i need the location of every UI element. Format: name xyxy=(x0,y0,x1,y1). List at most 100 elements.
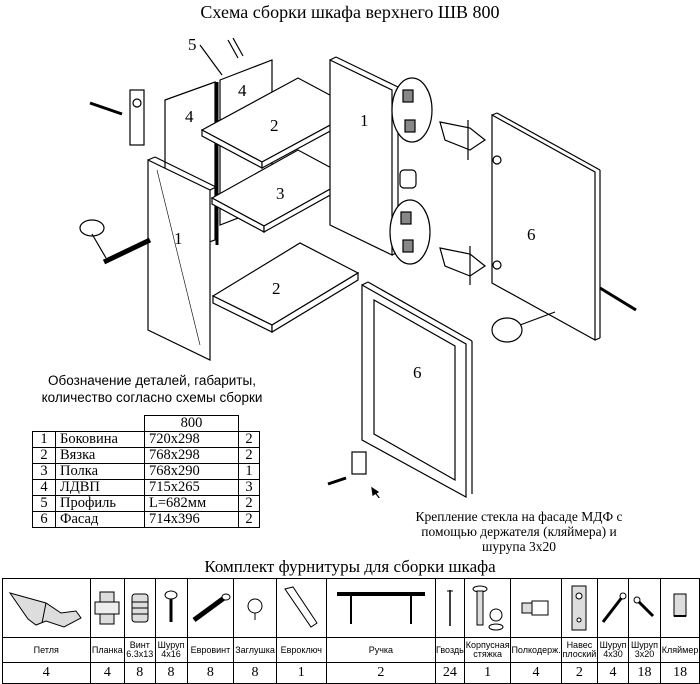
hinge-detail-bottom xyxy=(389,199,487,285)
hinge-icon xyxy=(2,578,91,638)
kit-item-name: Евровинт xyxy=(186,637,235,663)
part-qty: 1 xyxy=(238,463,260,480)
part-qty: 3 xyxy=(238,479,260,496)
kit-item-name: Шуруп 4х16 xyxy=(154,637,188,663)
part-num: 3 xyxy=(32,463,56,480)
kit-item-name: Кляймер xyxy=(660,637,700,663)
screw-6-3x13-icon xyxy=(124,578,156,638)
label-part-2-bottom: 2 xyxy=(272,279,281,298)
page-title: Схема сборки шкафа верхнего ШВ 800 xyxy=(200,2,500,22)
label-part-3: 3 xyxy=(276,184,285,203)
hardware-kit-table: Петля Планка Винт 6.3х13 Шуруп 4х16 Евро… xyxy=(2,578,700,684)
left-side-panel xyxy=(147,156,217,361)
kit-item-name: Петля xyxy=(2,637,91,663)
part-size: 715х265 xyxy=(144,479,239,496)
middle-shelf xyxy=(210,149,352,234)
part-num: 1 xyxy=(32,431,56,448)
parts-table: 800 1 Боковина 720х298 2 2 Вязка 768х298… xyxy=(32,415,260,528)
label-part-2-top: 2 xyxy=(270,116,279,135)
label-part-1-left: 1 xyxy=(174,229,183,248)
label-part-6-facade: 6 xyxy=(527,225,536,244)
hinge-detail-top xyxy=(391,77,487,160)
table-row: 3 Полка 768х290 1 xyxy=(32,463,260,480)
kit-item-qty: 24 xyxy=(435,662,465,684)
right-side-panel xyxy=(329,56,399,256)
label-part-4b: 4 xyxy=(238,81,247,100)
part-size: 768х298 xyxy=(144,447,239,464)
part-size: 768х290 xyxy=(144,463,239,480)
part-name: Фасад xyxy=(55,511,145,528)
part-qty: 2 xyxy=(238,495,260,512)
kit-item-name: Корпусная стяжка xyxy=(463,637,512,663)
handle-part xyxy=(599,286,637,312)
part-name: Боковина xyxy=(55,431,145,448)
kit-item-qty: 18 xyxy=(627,662,662,684)
part-num: 2 xyxy=(32,447,56,464)
table-row: 4 ЛДВП 715х265 3 xyxy=(32,479,260,496)
table-row: 2 Вязка 768х298 2 xyxy=(32,447,260,464)
kit-item-name: Винт 6.3х13 xyxy=(124,637,156,663)
kit-item-name: Планка xyxy=(89,637,126,663)
parts-header: 800 xyxy=(144,415,239,432)
kit-item-qty: 4 xyxy=(597,662,629,684)
part-name: Вязка xyxy=(55,447,145,464)
table-row: 1 Боковина 720х298 2 xyxy=(32,431,260,448)
kit-item-qty: 8 xyxy=(154,662,188,684)
kit-item-qty: 1 xyxy=(275,662,327,684)
nail-icon xyxy=(435,578,465,638)
part-qty: 2 xyxy=(238,447,260,464)
screw-4x30-icon xyxy=(597,578,629,638)
bottom-tie-panel xyxy=(211,242,360,334)
label-part-6-frame: 6 xyxy=(413,363,422,382)
part-qty: 2 xyxy=(238,511,260,528)
screw-4x16-icon xyxy=(154,578,188,638)
part-size: L=682мм xyxy=(144,495,239,512)
kit-item-name: Евроключ xyxy=(275,637,327,663)
kit-item-name: Гвоздь xyxy=(435,637,465,663)
kit-item-qty: 8 xyxy=(124,662,156,684)
cap-icon xyxy=(233,578,277,638)
label-part-5: 5 xyxy=(188,35,197,54)
screw-3x20-icon xyxy=(627,578,662,638)
kit-item-name: Ручка xyxy=(325,637,437,663)
cam-connector xyxy=(399,169,417,189)
kit-item-qty: 2 xyxy=(560,662,599,684)
euroscrew-left xyxy=(79,219,152,265)
part-name: ЛДВП xyxy=(55,479,145,496)
hex-key-icon xyxy=(275,578,327,638)
cabinet-tie-icon xyxy=(463,578,512,638)
glass-frame-facade xyxy=(361,281,473,498)
part-size: 714х396 xyxy=(144,511,239,528)
label-part-4a: 4 xyxy=(185,107,194,126)
solid-facade xyxy=(491,112,601,342)
kit-item-name: Навес плоский xyxy=(560,637,599,663)
part-name: Профиль xyxy=(55,495,145,512)
glass-clip-icon xyxy=(660,578,700,638)
part-num: 5 xyxy=(32,495,56,512)
part-num: 6 xyxy=(32,511,56,528)
part-num: 4 xyxy=(32,479,56,496)
kit-item-qty: 4 xyxy=(89,662,126,684)
glass-clip-detail xyxy=(327,451,380,498)
kit-item-qty: 18 xyxy=(660,662,700,684)
kit-item-qty: 8 xyxy=(233,662,277,684)
handle-icon xyxy=(325,578,437,638)
mounting-plate-icon xyxy=(89,578,126,638)
table-row: 6 Фасад 714х396 2 xyxy=(32,511,260,528)
profile-part xyxy=(199,37,244,76)
euroscrew-icon xyxy=(186,578,235,638)
wall-screw-top xyxy=(89,89,145,146)
kit-item-qty: 1 xyxy=(463,662,512,684)
kit-item-qty: 2 xyxy=(325,662,437,684)
flat-hanger-icon xyxy=(560,578,599,638)
kit-item-name: Полкодерж. xyxy=(510,637,562,663)
part-size: 720х298 xyxy=(144,431,239,448)
kit-item-name: Шуруп 4х30 xyxy=(597,637,629,663)
kit-item-name: Шуруп 3х20 xyxy=(627,637,662,663)
kit-item-qty: 4 xyxy=(2,662,91,684)
parts-caption: Обозначение деталей, габариты, количеств… xyxy=(41,373,263,405)
kit-title: Комплект фурнитуры для сборки шкафа xyxy=(204,557,496,576)
label-part-1-right: 1 xyxy=(360,111,369,130)
assembly-diagram: 5 4 4 2 3 2 1 1 6 6 xyxy=(79,35,637,498)
kit-item-qty: 8 xyxy=(186,662,235,684)
